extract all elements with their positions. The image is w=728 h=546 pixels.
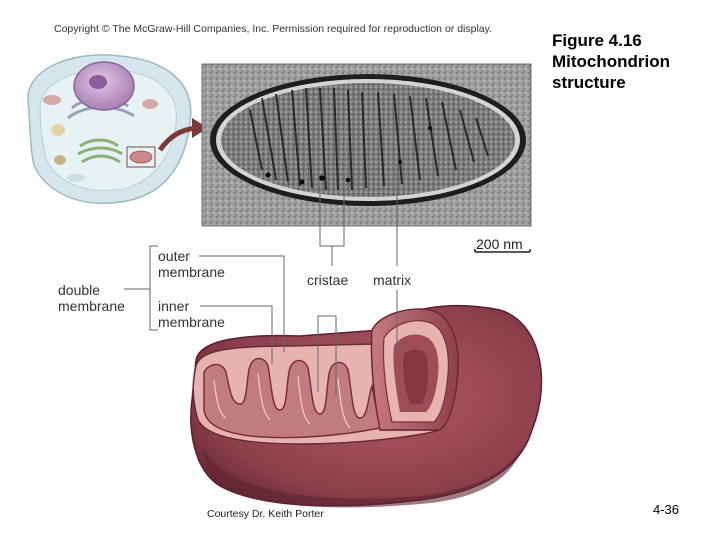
matrix-label: matrix: [373, 272, 412, 288]
figure-title-line-2: Mitochondrion: [552, 52, 671, 71]
figure-title-line-3: structure: [552, 73, 626, 92]
mitochondrion-3d-model: [190, 305, 543, 508]
figure-title: Figure 4.16 Mitochondrion structure: [552, 30, 670, 93]
copyright-notice: Copyright © The McGraw-Hill Companies, I…: [54, 23, 493, 35]
outer-membrane-label: outer membrane: [158, 248, 225, 280]
image-credit: Courtesy Dr. Keith Porter: [207, 508, 324, 520]
scale-bar-label: 200 nm: [476, 236, 523, 252]
electron-micrograph: [201, 63, 532, 227]
inner-membrane-label: inner membrane: [158, 298, 225, 330]
leader-lines: [124, 165, 398, 396]
double-membrane-label: double membrane: [58, 282, 125, 314]
cristae-label: cristae: [307, 272, 349, 288]
figure-number: Figure 4.16: [552, 31, 642, 50]
cell-illustration: [27, 54, 208, 204]
slide-number: 4-36: [653, 502, 680, 517]
